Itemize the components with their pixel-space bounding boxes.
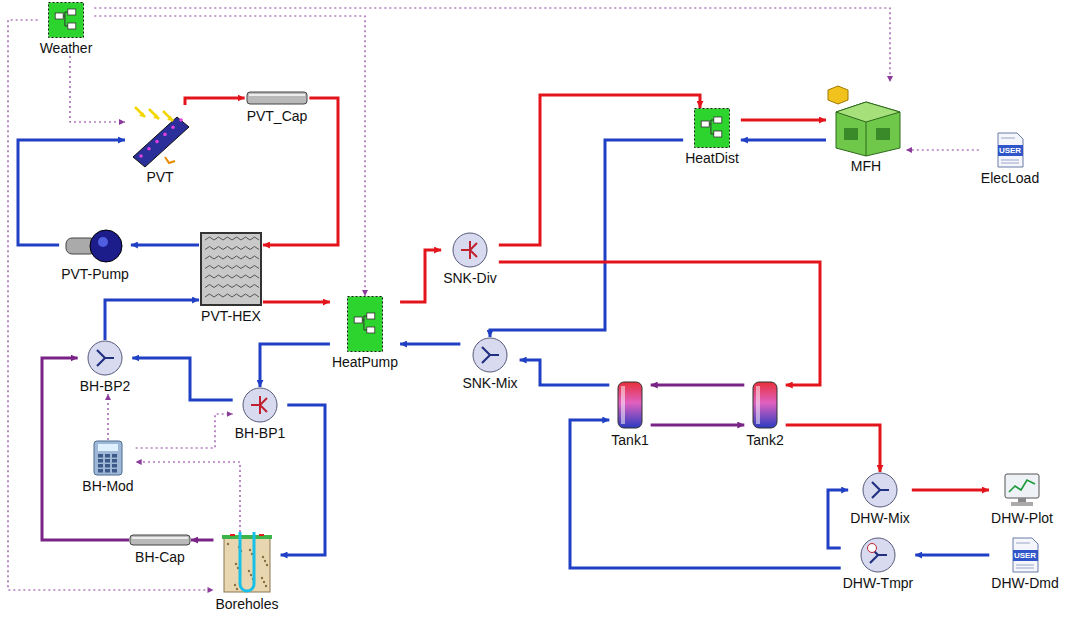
component-label: DHW-Plot — [990, 510, 1054, 526]
mixer: SNK-Mix — [460, 337, 519, 391]
component-label: HeatPump — [331, 354, 399, 370]
pipe-connection — [132, 358, 232, 400]
heat-exchanger: PVT-HEX — [199, 232, 263, 324]
component-label: DHW-Dmd — [990, 575, 1059, 591]
pipe-connection — [786, 425, 880, 472]
component-label: PVT-HEX — [200, 308, 262, 324]
pipe-connection — [912, 489, 989, 492]
control-link — [136, 414, 233, 448]
component-icon — [48, 2, 84, 38]
pipe-connection — [131, 244, 199, 247]
pipe-connection — [651, 384, 745, 387]
component-label: DHW-Mix — [849, 510, 911, 526]
component-icon — [1003, 472, 1041, 508]
pipe-connection — [741, 119, 826, 122]
component-icon — [242, 387, 278, 423]
storage-tank: Tank2 — [744, 380, 785, 448]
component-icon — [129, 533, 191, 547]
component-label: Tank1 — [610, 432, 649, 448]
pipe-connection — [263, 301, 330, 304]
pipe-connection — [651, 424, 745, 427]
control-link — [94, 8, 890, 82]
component-icon — [87, 340, 123, 376]
component-icon — [616, 380, 644, 430]
pipe-connection — [105, 300, 199, 340]
pipe-connection — [18, 140, 125, 245]
component-icon — [246, 90, 308, 106]
component-icon — [694, 108, 730, 148]
pipe-capacitance: PVT_Cap — [245, 90, 310, 124]
component-label: SNK-Div — [442, 270, 498, 286]
icon-tag: USER — [1013, 551, 1037, 560]
component-icon — [860, 537, 896, 573]
component-icon — [452, 232, 488, 268]
pipe-connection — [400, 343, 460, 346]
component-icon — [826, 82, 906, 156]
component-label: BH-BP2 — [79, 378, 132, 394]
component-label: Boreholes — [214, 596, 279, 612]
pipe-connection — [570, 420, 841, 568]
control-link — [136, 462, 240, 532]
pipe-connection — [191, 539, 213, 542]
building: MFH — [826, 82, 906, 174]
storage-tank: Tank1 — [609, 380, 650, 448]
component-label: SNK-Mix — [461, 375, 518, 391]
component-label: PVT — [145, 169, 174, 185]
data-file: DHW-Dmd — [989, 537, 1060, 591]
pipe-connection — [499, 95, 700, 245]
pipe-connection — [915, 554, 989, 557]
pipe-connection — [400, 250, 441, 302]
pipe-connection — [281, 405, 325, 555]
component-icon — [862, 472, 898, 508]
component-label: DHW-Tmpr — [842, 575, 915, 591]
heat-distribution: HeatDist — [683, 108, 741, 166]
pipe-connection — [741, 139, 826, 142]
control-link — [107, 394, 108, 440]
bypass-diverter: BH-BP1 — [233, 387, 288, 441]
calculator: BH-Mod — [80, 440, 135, 494]
control-link — [70, 56, 125, 122]
component-icon — [200, 232, 262, 306]
component-icon — [125, 105, 195, 167]
pipe-connection — [185, 98, 245, 105]
icon-tag: USER — [998, 146, 1022, 155]
component-icon — [347, 296, 383, 352]
component-icon — [222, 532, 272, 594]
component-label: PVT_Cap — [246, 108, 309, 124]
pipe-connection — [499, 262, 820, 385]
component-icon — [751, 380, 779, 430]
bypass-mixer: BH-BP2 — [78, 340, 133, 394]
component-label: Tank2 — [745, 432, 784, 448]
pump: PVT-Pump — [59, 228, 131, 282]
diverter: SNK-Div — [441, 232, 499, 286]
data-file: ElecLoad — [979, 132, 1041, 186]
heat-pump: HeatPump — [330, 296, 400, 370]
pipe-capacitance: BH-Cap — [129, 533, 191, 565]
mixer: DHW-Mix — [848, 472, 912, 526]
component-label: PVT-Pump — [60, 266, 130, 282]
borehole-field: Boreholes — [213, 532, 280, 612]
pvt-collector: PVT — [125, 105, 195, 185]
weather-block: Weather — [38, 2, 95, 56]
component-icon — [93, 440, 123, 476]
component-label: BH-Cap — [134, 549, 186, 565]
component-label: HeatDist — [684, 150, 740, 166]
component-icon — [64, 228, 126, 264]
control-link — [8, 20, 213, 590]
plotter: DHW-Plot — [989, 472, 1055, 526]
component-label: MFH — [850, 158, 882, 174]
tempering-valve: DHW-Tmpr — [841, 537, 916, 591]
component-label: Weather — [39, 40, 94, 56]
component-label: ElecLoad — [980, 170, 1040, 186]
component-label: BH-BP1 — [234, 425, 287, 441]
pipe-connection — [828, 490, 848, 548]
component-icon — [472, 337, 508, 373]
component-label: BH-Mod — [81, 478, 134, 494]
pipe-connection — [260, 344, 330, 387]
pipe-connection — [520, 360, 610, 385]
control-link — [906, 149, 979, 150]
pipe-connection — [490, 140, 683, 337]
